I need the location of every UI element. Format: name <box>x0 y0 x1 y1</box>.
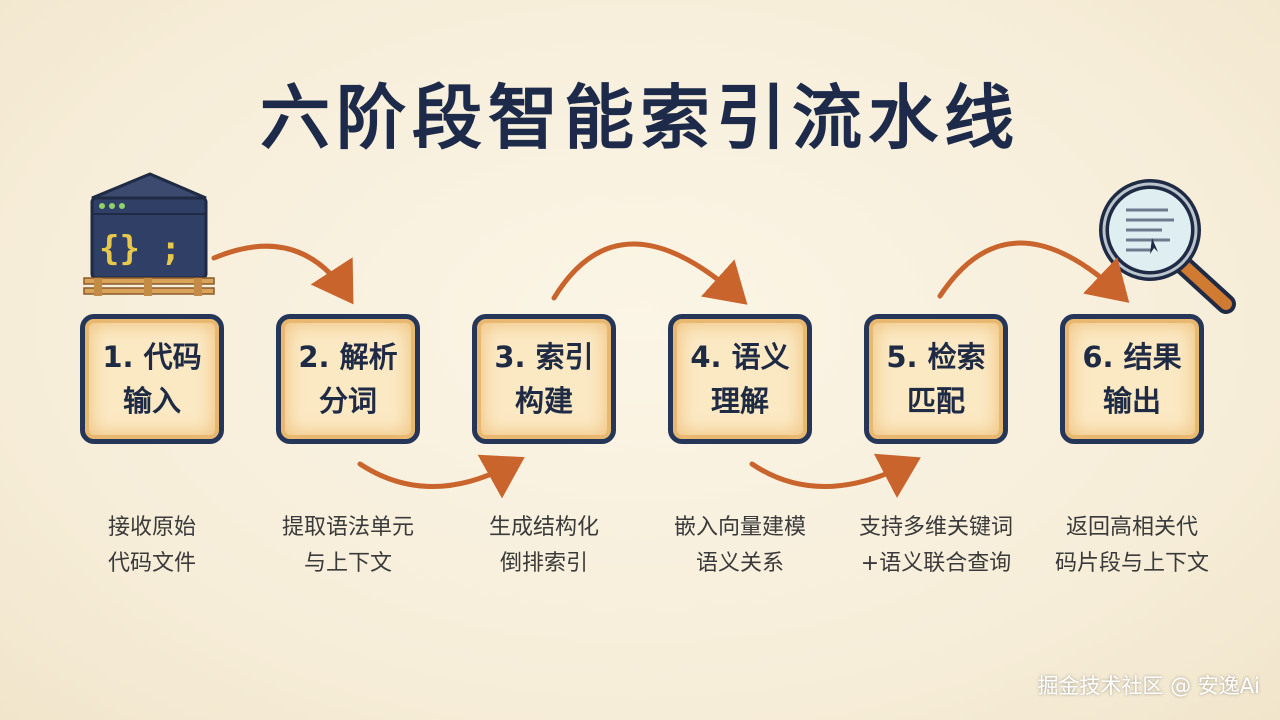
step-5-description: 支持多维关键词 +语义联合查询 <box>841 510 1031 582</box>
step-box-5: 5. 检索 匹配 <box>864 314 1008 444</box>
step-6-description: 返回高相关代 码片段与上下文 <box>1037 510 1227 582</box>
step-box-1: 1. 代码 输入 <box>80 314 224 444</box>
step-3-subtitle: 构建 <box>514 384 573 418</box>
step-6-desc-line1: 返回高相关代 <box>1065 515 1198 540</box>
arrow-2-to-3 <box>357 454 525 499</box>
step-box-4: 4. 语义 理解 <box>668 314 812 444</box>
arrow-3-to-4 <box>551 241 748 305</box>
step-3-desc-line2: 倒排索引 <box>499 551 588 576</box>
diagram-title: 六阶段智能索引流水线 <box>260 77 1020 159</box>
step-1-title: 1. 代码 <box>102 340 202 374</box>
step-6-desc-line2: 码片段与上下文 <box>1054 551 1209 576</box>
arrow-4-to-5 <box>749 453 921 499</box>
step-box-6: 6. 结果 输出 <box>1060 314 1204 444</box>
magnifier-icon <box>1099 179 1236 314</box>
step-box-3: 3. 索引 构建 <box>472 314 616 444</box>
step-2-description: 提取语法单元 与上下文 <box>253 510 443 582</box>
code-server-icon: {} ; <box>83 172 215 296</box>
arrow-5-to-6 <box>937 240 1130 303</box>
step-2-desc-line1: 提取语法单元 <box>281 515 414 540</box>
step-3-title: 3. 索引 <box>494 340 594 374</box>
step-3-description: 生成结构化 倒排索引 <box>449 510 639 582</box>
step-2-title: 2. 解析 <box>298 340 398 374</box>
step-2-subtitle: 分词 <box>318 384 377 418</box>
step-1-subtitle: 输入 <box>122 384 181 418</box>
arrow-1-to-2 <box>211 243 354 305</box>
step-4-title: 4. 语义 <box>690 340 790 374</box>
step-5-desc-line1: 支持多维关键词 <box>858 515 1013 540</box>
step-4-subtitle: 理解 <box>710 384 769 418</box>
step-6-subtitle: 输出 <box>1102 384 1161 418</box>
step-1-description: 接收原始 代码文件 <box>57 510 247 582</box>
step-6-title: 6. 结果 <box>1082 340 1182 374</box>
step-2-desc-line2: 与上下文 <box>303 551 392 576</box>
step-3-desc-line1: 生成结构化 <box>488 515 599 540</box>
step-5-title: 5. 检索 <box>886 340 986 374</box>
watermark: 掘金技术社区 @ 安逸Ai <box>1037 674 1260 698</box>
step-4-desc-line1: 嵌入向量建模 <box>673 515 806 540</box>
step-box-2: 2. 解析 分词 <box>276 314 420 444</box>
step-4-description: 嵌入向量建模 语义关系 <box>645 510 835 582</box>
step-1-desc-line1: 接收原始 <box>107 515 196 540</box>
step-4-desc-line2: 语义关系 <box>695 551 784 576</box>
step-5-subtitle: 匹配 <box>906 384 965 418</box>
code-symbol-text: {} ; <box>99 229 181 269</box>
step-1-desc-line2: 代码文件 <box>107 551 196 576</box>
step-5-desc-line2: +语义联合查询 <box>860 551 1012 576</box>
